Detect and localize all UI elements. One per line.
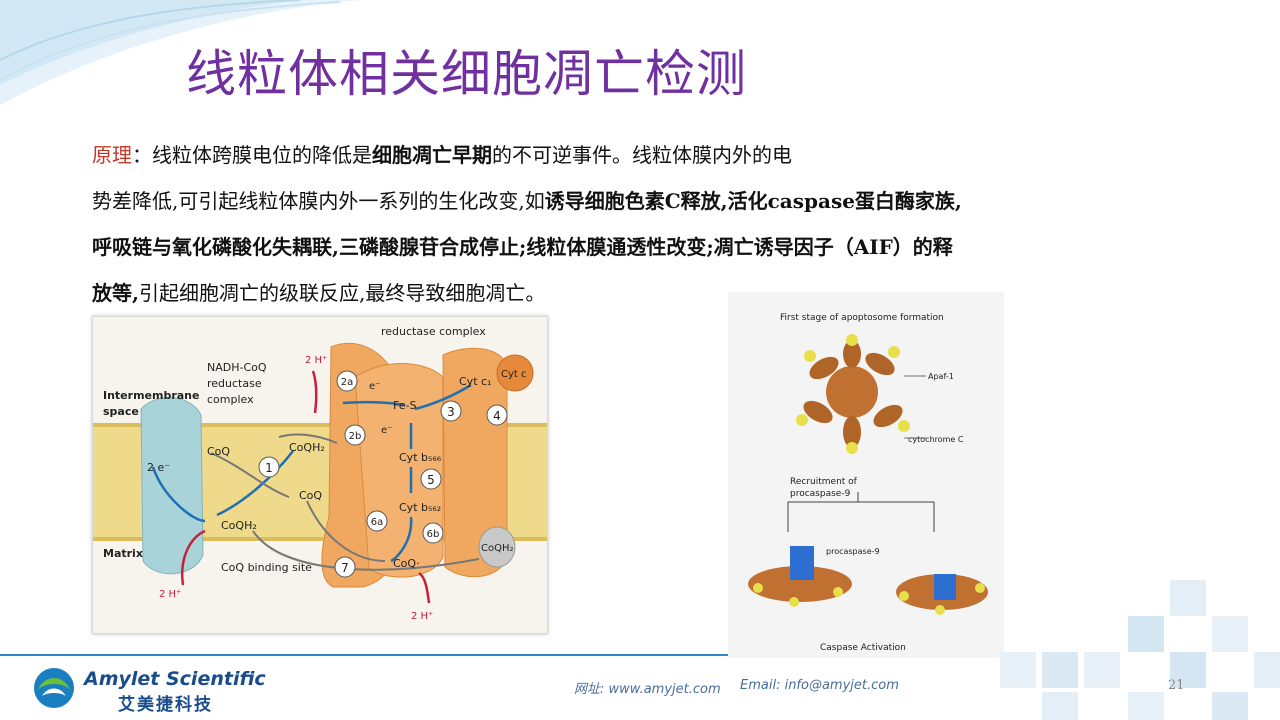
- slide-title: 线粒体相关细胞凋亡检测: [186, 45, 747, 103]
- principle-paragraph: 原理：线粒体跨膜电位的降低是细胞凋亡早期的不可逆事件。线粒体膜内外的电 势差降低…: [92, 132, 1172, 316]
- intermembrane-label-line1: Intermembrane: [103, 389, 199, 402]
- step-circle-2b: [344, 424, 366, 446]
- decorative-tile-pattern: [1000, 580, 1280, 720]
- step-4-label: 4: [493, 409, 501, 423]
- cyt-c-sphere: [496, 354, 534, 392]
- line4-text-c: 引起细胞凋亡的级联反应,最终导致细胞凋亡。: [138, 281, 546, 305]
- logo-name-cn: 艾美捷科技: [118, 695, 213, 715]
- fe-s-label: Fe-S: [393, 399, 416, 412]
- coq-label: CoQ: [207, 445, 230, 458]
- caspase-activation-label: Caspase Activation: [820, 643, 906, 653]
- step-2b-label: 2b: [349, 431, 362, 442]
- line1-bold: 细胞凋亡早期: [372, 143, 492, 167]
- line2-bold: 诱导细胞色素C释放,活化caspase蛋白酶家族,: [544, 189, 962, 213]
- apaf1-label: Apaf-1: [928, 372, 954, 381]
- line1-text-c: 的不可逆事件。线粒体膜内外的电: [492, 143, 792, 167]
- line3-bold: 呼吸链与氧化磷酸化失耦联,三磷酸腺苷合成停止;线粒体膜通透性改变;凋亡诱导因子（…: [92, 235, 953, 259]
- two-electrons-label: 2 e⁻: [147, 461, 170, 474]
- step-circle-5: [420, 468, 442, 490]
- coq-middle-label: CoQ: [299, 489, 322, 502]
- nadh-label-line1: NADH-CoQ: [207, 361, 267, 374]
- step-2a-label: 2a: [341, 377, 354, 388]
- coqh2-sphere: [478, 526, 516, 568]
- procaspase9-label: procaspase-9: [826, 547, 880, 556]
- footer-email[interactable]: Email: info@amyjet.com: [740, 678, 899, 693]
- cyt-c-label: Cyt c: [501, 369, 527, 380]
- step-5-label: 5: [427, 473, 435, 487]
- apoptosome-stage-title: First stage of apoptosome formation: [780, 313, 944, 323]
- step-1-label: 1: [265, 461, 273, 475]
- paragraph-line-1: 原理：线粒体跨膜电位的降低是细胞凋亡早期的不可逆事件。线粒体膜内外的电: [92, 132, 1172, 178]
- apoptosome-with-procaspase-left: [748, 546, 852, 607]
- recruitment-label-line2: procaspase-9: [790, 489, 851, 499]
- nadh-label-line2: reductase: [207, 377, 262, 390]
- matrix-label: Matrix: [103, 547, 143, 560]
- paragraph-line-3: 呼吸链与氧化磷酸化失耦联,三磷酸腺苷合成停止;线粒体膜通透性改变;凋亡诱导因子（…: [92, 224, 1172, 270]
- step-markers: 1 2a 2b 3 4 5 6a 6b 7: [258, 370, 508, 578]
- step-circle-6a: [366, 510, 388, 532]
- coqh2-upper-label: CoQH₂: [289, 441, 325, 454]
- principle-colon: ：: [132, 143, 152, 167]
- two-protons-bottom-left-label: 2 H⁺: [159, 589, 181, 600]
- step-circle-2a: [336, 370, 358, 392]
- coq-binding-site-label: CoQ binding site: [221, 561, 312, 574]
- paragraph-line-2: 势差降低,可引起线粒体膜内外一系列的生化改变,如诱导细胞色素C释放,活化casp…: [92, 178, 1172, 224]
- line4-bold: 放等,: [92, 281, 139, 305]
- electron-label-a: e⁻: [369, 381, 380, 392]
- step-6b-label: 6b: [427, 529, 440, 540]
- step-circle-6b: [422, 522, 444, 544]
- step-circle-7: [334, 556, 356, 578]
- apoptosome-star: [796, 334, 910, 454]
- footer-website[interactable]: 网址: www.amyjet.com: [574, 682, 721, 697]
- electron-transport-figure: 1 2a 2b 3 4 5 6a 6b 7 reductase complex …: [92, 316, 548, 634]
- reductase-complex-label: reductase complex: [381, 325, 486, 338]
- electron-transport-diagram: 1 2a 2b 3 4 5 6a 6b 7 reductase complex …: [93, 325, 547, 622]
- coqh2-right-label: CoQH₂: [481, 543, 514, 554]
- step-circle-1: [258, 456, 280, 478]
- cytochrome-c-label: cytochrome C: [908, 435, 964, 444]
- line2-text-a: 势差降低,可引起线粒体膜内外一系列的生化改变,如: [92, 189, 545, 213]
- nadh-label-line3: complex: [207, 393, 254, 406]
- coq-radical-label: CoQ·: [393, 557, 420, 570]
- line1-text-a: 线粒体跨膜电位的降低是: [152, 143, 372, 167]
- step-3-label: 3: [447, 405, 455, 419]
- principle-label: 原理: [92, 143, 132, 167]
- intermembrane-label-line2: space: [103, 405, 139, 418]
- apoptosome-diagram: First stage of apoptosome formation Apaf…: [748, 313, 988, 653]
- footer-divider: [0, 654, 728, 656]
- apoptosome-figure: First stage of apoptosome formation Apaf…: [728, 292, 1004, 658]
- cyt-b562-label: Cyt b₅₆₂: [399, 501, 441, 514]
- step-6a-label: 6a: [371, 517, 384, 528]
- corner-swoosh-decoration: [0, 0, 360, 105]
- page-number: 21: [1168, 678, 1185, 693]
- apoptosome-with-procaspase-right: [896, 574, 988, 615]
- paragraph-line-4: 放等,引起细胞凋亡的级联反应,最终导致细胞凋亡。: [92, 270, 1172, 316]
- company-logo-icon: [34, 668, 74, 708]
- two-protons-bottom-right-label: 2 H⁺: [411, 611, 433, 622]
- recruitment-label-line1: Recruitment of: [790, 477, 858, 487]
- step-circle-3: [440, 400, 462, 422]
- logo-name-en: Amylet Scientific: [84, 668, 266, 690]
- two-protons-top-label: 2 H⁺: [305, 355, 327, 366]
- coqh2-lower-label: CoQH₂: [221, 519, 257, 532]
- electron-label-b: e⁻: [381, 425, 392, 436]
- nadh-complex-shape: [140, 397, 204, 575]
- step-7-label: 7: [341, 561, 349, 575]
- cyt-b566-label: Cyt b₅₆₆: [399, 451, 442, 464]
- step-circle-4: [486, 404, 508, 426]
- cyt-c1-label: Cyt c₁: [459, 375, 491, 388]
